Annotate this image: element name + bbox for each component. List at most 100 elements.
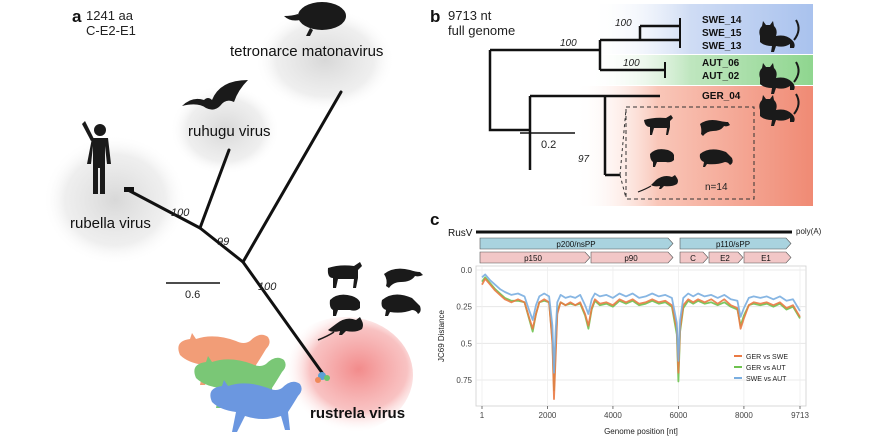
chart-x-ticks: 1 2000 4000 6000 8000 9713	[480, 406, 809, 420]
genome-label: RusV	[448, 228, 473, 239]
chart-series	[481, 273, 801, 400]
bootstrap-b-4: 97	[578, 154, 590, 165]
cat-ger-icon	[759, 93, 800, 126]
orf-nonstructural-label: p200/nsPP	[556, 240, 595, 249]
taxon-ruhugu: ruhugu virus	[188, 123, 271, 140]
chart-series-line-0	[481, 277, 801, 400]
bootstrap-a-1: 100	[171, 207, 190, 219]
chart-legend-label: GER vs AUT	[746, 365, 786, 372]
chart-y-tick-label: 0.75	[456, 376, 472, 385]
panel-b-letter: b	[430, 7, 440, 26]
taxon-tetronarce: tetronarce matonavirus	[230, 43, 383, 60]
product-C-label: C	[690, 254, 696, 263]
product-p150	[479, 251, 591, 264]
bootstrap-b-3: 100	[623, 58, 640, 69]
ray-fish-icon	[284, 2, 346, 36]
product-E1	[743, 251, 792, 264]
tree-b-tip-bars	[664, 18, 681, 78]
zebra-icon	[327, 262, 362, 288]
orf-structural-label: p110/sPP	[716, 240, 750, 249]
panel-a-letter: a	[72, 7, 82, 26]
tip-ger04: GER_04	[702, 91, 741, 102]
chart-x-axis-label: Genome position [nt]	[604, 427, 678, 436]
rat-small-icon	[637, 175, 678, 193]
otter-small-icon	[700, 120, 730, 136]
product-C	[679, 251, 709, 264]
rat-icon	[317, 317, 363, 341]
chart-legend-label: GER vs SWE	[746, 354, 788, 361]
product-E2	[708, 251, 744, 264]
rustrela-halo	[277, 317, 413, 433]
chart-x-tick-label: 4000	[604, 411, 622, 420]
human-icon	[82, 121, 111, 194]
rustrela-tip-orange	[315, 377, 321, 383]
zebra-small-icon	[644, 115, 673, 135]
panel-b: b 9713 nt full genome 100 100 100	[430, 4, 813, 206]
chart-x-tick-label: 9713	[791, 411, 809, 420]
cat-green-icon	[194, 356, 286, 408]
chart-x-tick-label: 8000	[735, 411, 753, 420]
product-E1-label: E1	[761, 254, 771, 263]
rubella-tip	[124, 187, 134, 192]
bat-icon	[182, 80, 248, 110]
bootstrap-b-2: 100	[560, 38, 577, 49]
tip-aut06: AUT_06	[702, 58, 740, 69]
chart-grid	[476, 266, 806, 406]
product-p90-label: p90	[624, 254, 638, 263]
chart-x-tick-label: 2000	[539, 411, 557, 420]
panel-c-letter: c	[430, 210, 439, 229]
panel-b-subtitle-1: 9713 nt	[448, 8, 492, 23]
scale-bar-b-label: 0.2	[541, 139, 556, 151]
chart-plot-area	[475, 265, 807, 407]
reservoir-box	[625, 106, 755, 200]
product-p150-label: p150	[524, 254, 542, 263]
tip-swe13: SWE_13	[702, 41, 742, 52]
tree-a	[126, 90, 343, 376]
tip-swe15: SWE_15	[702, 28, 742, 39]
panel-a-subtitle-2: C-E2-E1	[86, 23, 136, 38]
chart-legend-label: SWE vs AUT	[746, 376, 787, 383]
chart-y-tick-label: 0.0	[461, 266, 473, 275]
cat-blue-icon	[210, 380, 302, 432]
capybara-icon	[329, 294, 360, 316]
bootstrap-b-1: 100	[615, 18, 632, 29]
cat-orange-icon	[178, 333, 270, 385]
bootstrap-a-3: 100	[258, 281, 277, 293]
cat-aut-icon	[759, 61, 800, 94]
chart-series-line-2	[481, 273, 801, 374]
chart-x-tick-label: 6000	[670, 411, 688, 420]
cat-swe-icon	[759, 19, 800, 52]
tip-swe14: SWE_14	[702, 15, 742, 26]
clade-ger-band	[575, 86, 813, 206]
rustrela-tip-green	[324, 375, 330, 381]
rubella-halo	[43, 135, 187, 265]
product-p90	[590, 251, 674, 264]
polyA-label: poly(A)	[796, 227, 822, 236]
mustelid-small-icon	[699, 149, 733, 167]
orf-structural	[679, 237, 792, 250]
scale-bar-a-label: 0.6	[185, 289, 200, 301]
bootstrap-a-2: 99	[217, 236, 229, 248]
product-E2-label: E2	[720, 254, 730, 263]
chart-y-axis-label: JC69 Distance	[437, 309, 446, 362]
orf-nonstructural	[479, 237, 674, 250]
ruhugu-halo	[170, 85, 280, 175]
chart-y-ticks: 0.0 0.25 0.5 0.75	[456, 266, 472, 385]
panel-a: a 1241 aa C-E2-E1 100 99 100 tetronarce …	[43, 2, 423, 433]
chart-y-tick-label: 0.25	[456, 303, 472, 312]
tetronarce-halo	[255, 8, 395, 112]
reservoir-count: n=14	[705, 182, 728, 193]
chart-legend: GER vs SWE GER vs AUT SWE vs AUT	[734, 354, 788, 383]
otter-icon	[384, 268, 423, 288]
taxon-rubella: rubella virus	[70, 215, 151, 232]
panel-a-subtitle-1: 1241 aa	[86, 8, 134, 23]
tip-aut02: AUT_02	[702, 71, 740, 82]
panel-b-subtitle-2: full genome	[448, 23, 515, 38]
capybara-small-icon	[650, 149, 674, 167]
chart-x-tick-label: 1	[480, 411, 485, 420]
panel-c: c RusV poly(A) p200/nsPP p110/sPP p150 p…	[430, 210, 822, 436]
mustelid-icon	[381, 294, 421, 316]
chart-y-tick-label: 0.5	[461, 339, 473, 348]
taxon-rustrela: rustrela virus	[310, 405, 405, 422]
